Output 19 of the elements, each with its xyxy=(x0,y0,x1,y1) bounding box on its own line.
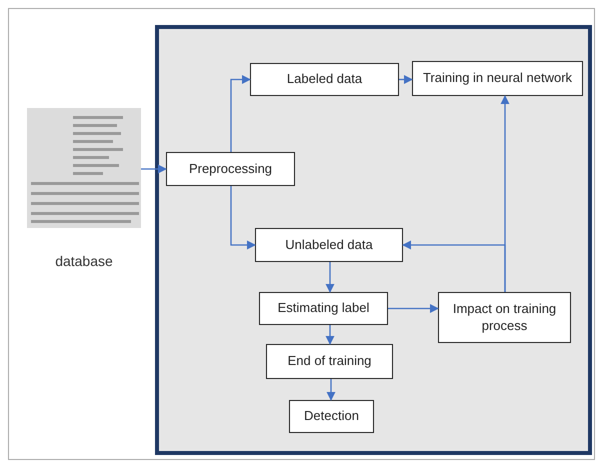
arrow xyxy=(399,75,413,84)
arrow xyxy=(326,379,336,401)
process-box: Training in neural network xyxy=(412,61,583,96)
arrow xyxy=(141,164,167,174)
process-box: End of training xyxy=(266,344,393,379)
process-box: Labeled data xyxy=(250,63,399,96)
panel xyxy=(155,25,592,455)
arrow xyxy=(402,240,506,292)
process-box: Preprocessing xyxy=(166,152,295,186)
node-caption: database xyxy=(54,253,114,269)
arrow xyxy=(230,186,256,250)
arrow xyxy=(230,75,251,152)
arrow xyxy=(326,262,334,293)
arrow xyxy=(326,325,334,345)
process-box: Estimating label xyxy=(259,292,388,325)
process-box: Detection xyxy=(289,400,374,433)
process-box: Impact on training process xyxy=(438,292,571,343)
process-box: Unlabeled data xyxy=(255,228,403,262)
arrow xyxy=(388,304,439,313)
